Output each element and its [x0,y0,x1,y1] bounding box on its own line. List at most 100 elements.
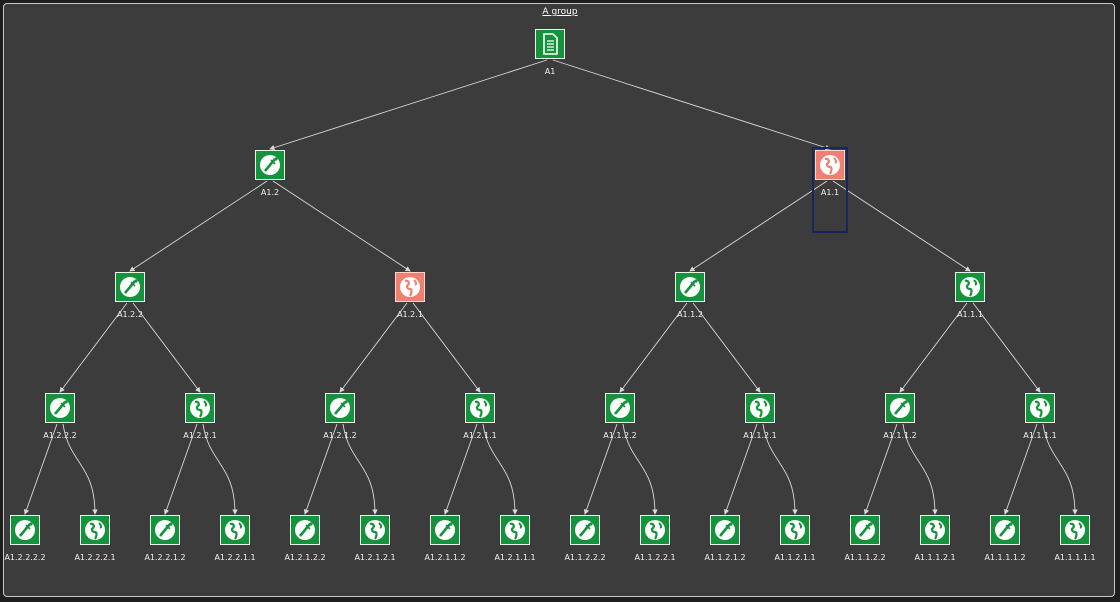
node-label: A1.2.1.2 [323,431,357,440]
edge-A1.1.1.1-to-A1.1.1.1.2 [1003,423,1038,515]
satellite-icon [435,520,455,540]
node-A1.2.2.2.1[interactable] [80,515,110,545]
node-A1.2.1.1[interactable] [465,393,495,423]
node-A1.2.2[interactable] [115,272,145,302]
node-A1.2.1[interactable] [395,272,425,302]
node-A1.1.1.1.1[interactable] [1060,515,1090,545]
globe-icon [750,398,770,418]
node-A1.1.1.1.2[interactable] [990,515,1020,545]
edge-A1.1-to-A1.1.1 [832,180,971,272]
satellite-icon [330,398,350,418]
node-label: A1.1.1.2 [883,431,917,440]
edge-A1.2.2-to-A1.2.2.1 [132,302,201,393]
edge-A1.2.1-to-A1.2.1.1 [412,302,481,393]
edge-A1.2.2.2-to-A1.2.2.2.1 [62,423,98,515]
globe-icon [400,277,420,297]
globe-icon [960,277,980,297]
node-A1.1.1.2.2[interactable] [850,515,880,545]
node-label: A1.2.2.2 [43,431,77,440]
edge-A1.1-to-A1.1.2 [689,180,828,272]
globe-icon [925,520,945,540]
selection-box [812,147,848,233]
node-label: A1 [544,67,556,76]
node-A1.1.2.2[interactable] [605,393,635,423]
node-A1.2.1.2.2[interactable] [290,515,320,545]
edge-A1.2.2.2-to-A1.2.2.2.2 [23,423,58,515]
satellite-icon [15,520,35,540]
node-A1.2.1.1.2[interactable] [430,515,460,545]
globe-icon [470,398,490,418]
satellite-icon [50,398,70,418]
node-A1.1[interactable] [815,150,845,180]
satellite-icon [295,520,315,540]
node-label: A1.1.2 [677,310,703,319]
edge-A1.2.2.1-to-A1.2.2.1.2 [163,423,198,515]
node-A1.2.2.2.2[interactable] [10,515,40,545]
node-label: A1.1.2.2 [603,431,637,440]
edge-A1.2.1.2-to-A1.2.1.2.1 [342,423,378,515]
node-label: A1.1.2.1.1 [774,553,816,562]
node-A1.1.2.1.1[interactable] [780,515,810,545]
node-label: A1.2.2.2.1 [74,553,116,562]
node-A1.2.2.1[interactable] [185,393,215,423]
node-A1.1.2.1.2[interactable] [710,515,740,545]
group-title[interactable]: A group [542,7,578,17]
node-label: A1.2.2.1.1 [214,553,256,562]
node-label: A1.2.2.1 [183,431,217,440]
node-A1.2.2.1.1[interactable] [220,515,250,545]
edge-A1.1.2.2-to-A1.1.2.2.2 [583,423,618,515]
satellite-icon [855,520,875,540]
satellite-icon [155,520,175,540]
node-A1.1.2.1[interactable] [745,393,775,423]
node-label: A1.2.1 [397,310,423,319]
node-label: A1.1.1.1 [1023,431,1057,440]
globe-icon [85,520,105,540]
satellite-icon [890,398,910,418]
node-A1.2.2.2[interactable] [45,393,75,423]
node-A1.1.1.2[interactable] [885,393,915,423]
globe-icon [225,520,245,540]
node-A1.1.2.2.2[interactable] [570,515,600,545]
satellite-icon [260,155,280,175]
node-label: A1.1.1.1.2 [984,553,1026,562]
node-A1.1.2.2.1[interactable] [640,515,670,545]
document-icon [543,33,558,55]
node-A1.2[interactable] [255,150,285,180]
edge-A1.2.1.2-to-A1.2.1.2.2 [303,423,338,515]
edge-A1.2.1.1-to-A1.2.1.1.1 [482,423,518,515]
node-A1.1.2[interactable] [675,272,705,302]
edge-A1.1.2.1-to-A1.1.2.1.1 [762,423,798,515]
node-label: A1.1.2.2.2 [564,553,606,562]
node-A1.1.1.1[interactable] [1025,393,1055,423]
globe-icon [785,520,805,540]
satellite-icon [575,520,595,540]
node-label: A1.2.1.1 [463,431,497,440]
node-label: A1.2.2.2.2 [4,553,46,562]
node-A1.2.1.1.1[interactable] [500,515,530,545]
node-label: A1.1.2.1 [743,431,777,440]
satellite-icon [680,277,700,297]
globe-icon [645,520,665,540]
edge-A1.1.1-to-A1.1.1.2 [899,302,968,393]
group-frame [3,3,1115,597]
node-label: A1.2.2.1.2 [144,553,186,562]
node-A1.2.2.1.2[interactable] [150,515,180,545]
satellite-icon [995,520,1015,540]
edge-A1.2-to-A1.2.2 [129,180,268,272]
globe-icon [505,520,525,540]
node-label: A1.1.1.2.1 [914,553,956,562]
satellite-icon [715,520,735,540]
edge-A1-to-A1.2 [269,59,548,151]
node-A1.2.1.2[interactable] [325,393,355,423]
node-A1.1.1.2.1[interactable] [920,515,950,545]
node-A1.1.1[interactable] [955,272,985,302]
node-label: A1.2.1.1.2 [424,553,466,562]
node-label: A1.2.2 [117,310,143,319]
node-A1[interactable] [535,29,565,59]
node-label: A1.1.1.2.2 [844,553,886,562]
node-label: A1.1.1 [957,310,983,319]
node-A1.2.1.2.1[interactable] [360,515,390,545]
edge-A1.2.1-to-A1.2.1.2 [339,302,408,393]
